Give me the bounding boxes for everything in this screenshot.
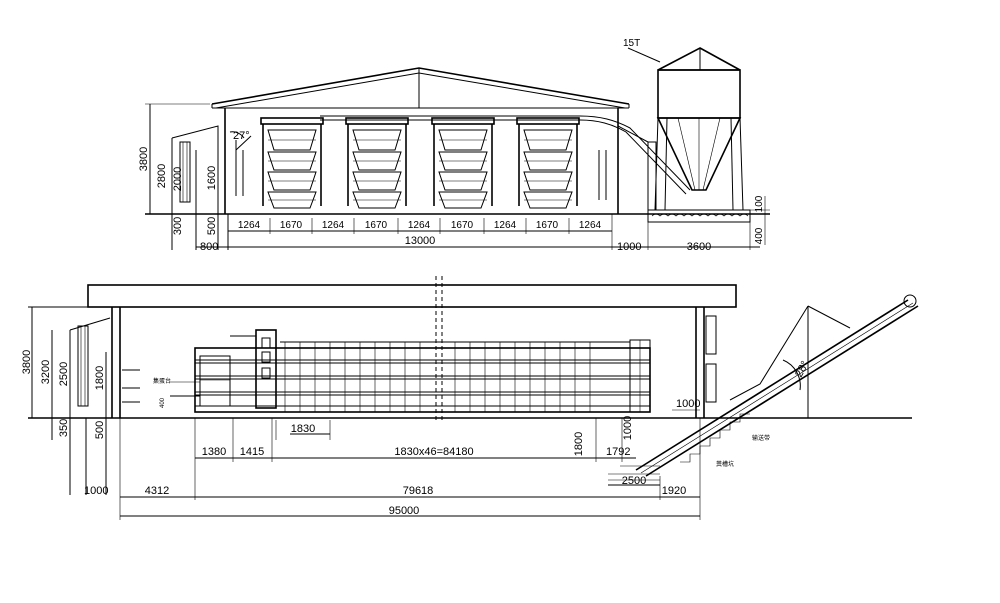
- plan-height-3200-label: 3200: [40, 360, 52, 384]
- plan-height-1800-label: 1800: [94, 366, 106, 390]
- bay-label-7: 1264: [494, 220, 517, 231]
- left-fan: [179, 141, 191, 203]
- left-wall-offset-label: 1000: [84, 485, 108, 497]
- height-2800-label: 2800: [156, 164, 168, 188]
- left-offset-label: 800: [200, 241, 218, 253]
- conveyor-annotation-1: 输送带: [752, 434, 770, 442]
- total-length-label: 95000: [389, 505, 420, 517]
- cage-stack-2: [345, 117, 409, 209]
- cage-stack-4: [516, 117, 580, 209]
- bay-label-9: 1264: [579, 220, 602, 231]
- plan-height-350-label: 350: [58, 419, 70, 437]
- dim-1415-label: 1415: [240, 446, 264, 458]
- plan-view: 集蛋台 400 输送带 粪槽坑 28° 3800 3200 2500: [21, 276, 919, 520]
- bay-label-6: 1670: [451, 220, 474, 231]
- bay-label-5: 1264: [408, 220, 431, 231]
- plan-height-500-label: 500: [94, 421, 106, 439]
- manure-conveyor: [608, 294, 919, 481]
- dim-1000-right-label: 1000: [676, 398, 700, 410]
- silo-h400-label: 400: [754, 227, 765, 244]
- dim-79618-label: 79618: [403, 485, 434, 497]
- dim-1000-label: 1000: [622, 416, 634, 440]
- cage-stack-1: [260, 117, 324, 209]
- height-2000-label: 2000: [172, 167, 184, 191]
- height-1600-label: 1600: [206, 166, 218, 190]
- feed-pipe: [320, 115, 691, 191]
- plan-height-2500-label: 2500: [58, 362, 70, 386]
- left-fan-plan: [77, 325, 89, 407]
- feed-silo: 15T: [623, 38, 751, 223]
- cell-width-label: 1830: [291, 423, 315, 435]
- plan-height-3800-label: 3800: [21, 350, 33, 374]
- silo-width-label: 3600: [687, 241, 711, 253]
- height-300-label: 300: [172, 217, 184, 235]
- dim-1792-label: 1792: [606, 446, 630, 458]
- bay-label-3: 1264: [322, 220, 345, 231]
- bay-label-8: 1670: [536, 220, 559, 231]
- right-fan: [647, 141, 657, 211]
- conveyor-annotation-2: 粪槽坑: [716, 460, 734, 468]
- dim-1920-label: 1920: [662, 485, 686, 497]
- silo-h100-label: 100: [754, 195, 765, 212]
- total-width-label: 13000: [405, 235, 436, 247]
- bay-label-4: 1670: [365, 220, 388, 231]
- section-view: 15T 27° 3800 2800 2000 1600 500 300 1264…: [138, 38, 770, 253]
- dim-4312-label: 4312: [145, 485, 169, 497]
- cage-run-label: 1830x46=84180: [394, 446, 473, 458]
- height-500-label: 500: [206, 217, 218, 235]
- dim-1380-label: 1380: [202, 446, 226, 458]
- silo-label: 15T: [623, 38, 640, 49]
- roof-angle-label: 27°: [233, 130, 250, 142]
- dim-1800-label: 1800: [573, 432, 585, 456]
- bay-label-1: 1264: [238, 220, 261, 231]
- bay-label-2: 1670: [280, 220, 303, 231]
- right-offset-label: 1000: [617, 241, 641, 253]
- roof-band: [87, 284, 737, 308]
- height-3800-label: 3800: [138, 147, 150, 171]
- cage-stack-3: [431, 117, 495, 209]
- cage-rows: [170, 329, 651, 413]
- small-label: 400: [160, 397, 166, 408]
- equipment-annotation: 集蛋台: [153, 377, 171, 385]
- dim-2500-label: 2500: [622, 475, 646, 487]
